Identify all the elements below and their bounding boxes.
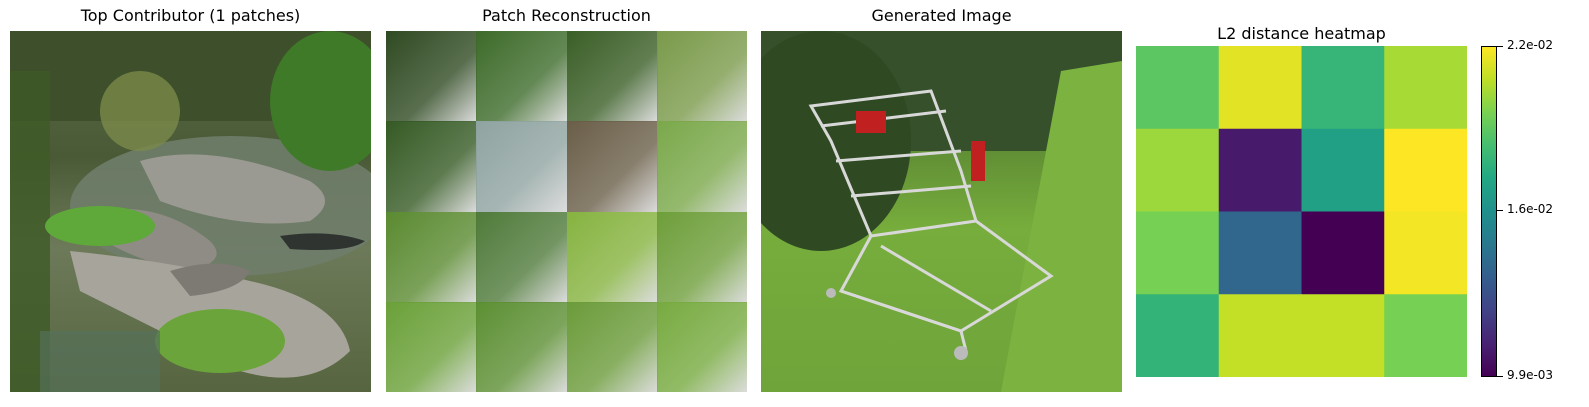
colorbar-tick — [1497, 209, 1503, 211]
patch-tile — [476, 31, 568, 122]
heatmap-cell — [1384, 294, 1467, 377]
heatmap-cell — [1301, 294, 1385, 377]
colorbar-tick-label: 2.2e-02 — [1507, 38, 1554, 52]
heatmap-cell — [1301, 128, 1385, 212]
crocodile-scene-illustration — [10, 31, 371, 392]
patch-tile — [476, 211, 568, 303]
heatmap-cell — [1218, 46, 1302, 130]
patch-tile — [656, 211, 747, 303]
patch-tile — [386, 121, 477, 213]
heatmap-cell — [1218, 294, 1302, 377]
top-contributor-image — [10, 31, 371, 392]
patch-tile — [656, 121, 747, 213]
shopping-cart-scene-illustration — [761, 31, 1122, 392]
heatmap-cell — [1136, 128, 1220, 212]
patch-reconstruction-grid — [386, 31, 747, 392]
colorbar-tick — [1497, 376, 1503, 377]
colorbar-tick-label: 9.9e-03 — [1507, 368, 1554, 382]
patch-tile — [656, 31, 747, 122]
patch-tile — [566, 301, 658, 392]
heatmap-cell — [1384, 46, 1467, 130]
colorbar-tick-label: 1.6e-02 — [1507, 201, 1554, 216]
generated-image — [761, 31, 1122, 392]
heatmap-cell — [1301, 46, 1385, 130]
heatmap-cell — [1136, 46, 1220, 130]
patch-tile — [386, 301, 477, 392]
l2-distance-heatmap — [1136, 46, 1467, 377]
patch-reconstruction-title: Patch Reconstruction — [482, 6, 651, 25]
heatmap-cell — [1136, 294, 1220, 377]
patch-tile — [476, 121, 568, 213]
patch-tile — [566, 211, 658, 303]
patch-tile — [476, 301, 568, 392]
patch-tile — [386, 211, 477, 303]
heatmap-title: L2 distance heatmap — [1217, 24, 1386, 43]
top-contributor-title: Top Contributor (1 patches) — [80, 6, 301, 25]
heatmap-cell — [1384, 128, 1467, 212]
patch-tile — [566, 31, 658, 122]
generated-image-title: Generated Image — [871, 6, 1012, 25]
patch-tile — [656, 301, 747, 392]
patch-tile — [566, 121, 658, 213]
patch-tile — [386, 31, 477, 122]
heatmap-cell — [1218, 211, 1302, 295]
heatmap-cell — [1218, 128, 1302, 212]
heatmap-cell — [1384, 211, 1467, 295]
heatmap-colorbar — [1481, 46, 1497, 377]
colorbar-tick — [1497, 46, 1503, 47]
heatmap-cell — [1301, 211, 1385, 295]
heatmap-cell — [1136, 211, 1220, 295]
